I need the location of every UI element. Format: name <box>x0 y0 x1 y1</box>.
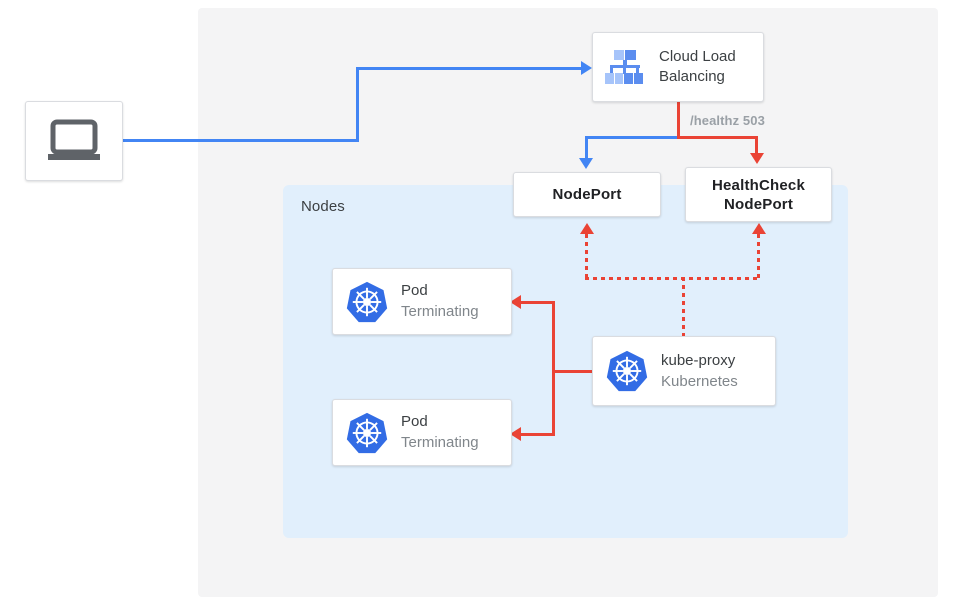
nodeport-label: NodePort <box>552 186 622 203</box>
edge-to-pod-2 <box>521 433 554 436</box>
pod-1-status: Terminating <box>401 303 479 320</box>
edge-client-to-riser <box>123 139 359 142</box>
arrow-into-healthcheck-nodeport <box>750 153 764 164</box>
cloud-load-balancing-card[interactable]: Cloud Load Balancing <box>592 32 764 102</box>
pod-2-status: Terminating <box>401 434 479 451</box>
kube-proxy-card[interactable]: kube-proxy Kubernetes <box>592 336 776 406</box>
edge-branch-to-nodeport-horizontal <box>585 136 679 139</box>
edge-branch-to-nodeport-vertical <box>585 136 588 162</box>
edge-kubeproxy-to-pods-stem <box>552 370 594 373</box>
edge-riser-vertical <box>356 67 359 142</box>
pod-card-1[interactable]: Pod Terminating <box>332 268 512 335</box>
nodes-region-label: Nodes <box>301 198 345 215</box>
nodeport-card[interactable]: NodePort <box>513 172 661 217</box>
dotted-split-horizontal <box>585 277 760 280</box>
arrow-into-nodeport <box>579 158 593 169</box>
edge-branch-to-hc-horizontal <box>677 136 758 139</box>
arrow-into-clb <box>581 61 592 75</box>
pod-2-title: Pod <box>401 413 428 430</box>
arrow-dotted-into-nodeport <box>580 223 594 234</box>
dotted-to-nodeport <box>585 234 588 280</box>
dotted-kubeproxy-riser <box>682 277 685 337</box>
dotted-to-healthcheck-nodeport <box>757 234 760 280</box>
load-balancer-icon <box>603 48 647 86</box>
pod-1-title: Pod <box>401 282 428 299</box>
kube-proxy-subtitle: Kubernetes <box>661 372 738 390</box>
arrow-into-pod-1 <box>510 295 521 309</box>
edge-riser-to-clb <box>356 67 584 70</box>
edge-clb-downtrunk <box>677 102 680 139</box>
kubernetes-icon <box>605 349 649 393</box>
edge-to-pod-1 <box>521 301 554 304</box>
kube-proxy-title: kube-proxy <box>661 351 736 369</box>
arrow-dotted-into-healthcheck-nodeport <box>752 223 766 234</box>
healthcheck-nodeport-label-line2: NodePort <box>723 195 794 213</box>
healthz-edge-label: /healthz 503 <box>690 113 765 128</box>
cloud-load-balancing-title-line2: Balancing <box>659 68 725 85</box>
edge-kubeproxy-to-pods-spine <box>552 301 555 436</box>
edge-branch-to-hc-vertical <box>755 136 758 158</box>
healthcheck-nodeport-card[interactable]: HealthCheck NodePort <box>685 167 832 222</box>
healthcheck-nodeport-label-line1: HealthCheck <box>711 176 806 194</box>
kubernetes-icon <box>345 280 389 324</box>
laptop-icon <box>46 119 102 163</box>
client-device-card[interactable] <box>25 101 123 181</box>
arrow-into-pod-2 <box>510 427 521 441</box>
kubernetes-icon <box>345 411 389 455</box>
pod-card-2[interactable]: Pod Terminating <box>332 399 512 466</box>
cloud-load-balancing-title-line1: Cloud Load <box>659 48 736 65</box>
